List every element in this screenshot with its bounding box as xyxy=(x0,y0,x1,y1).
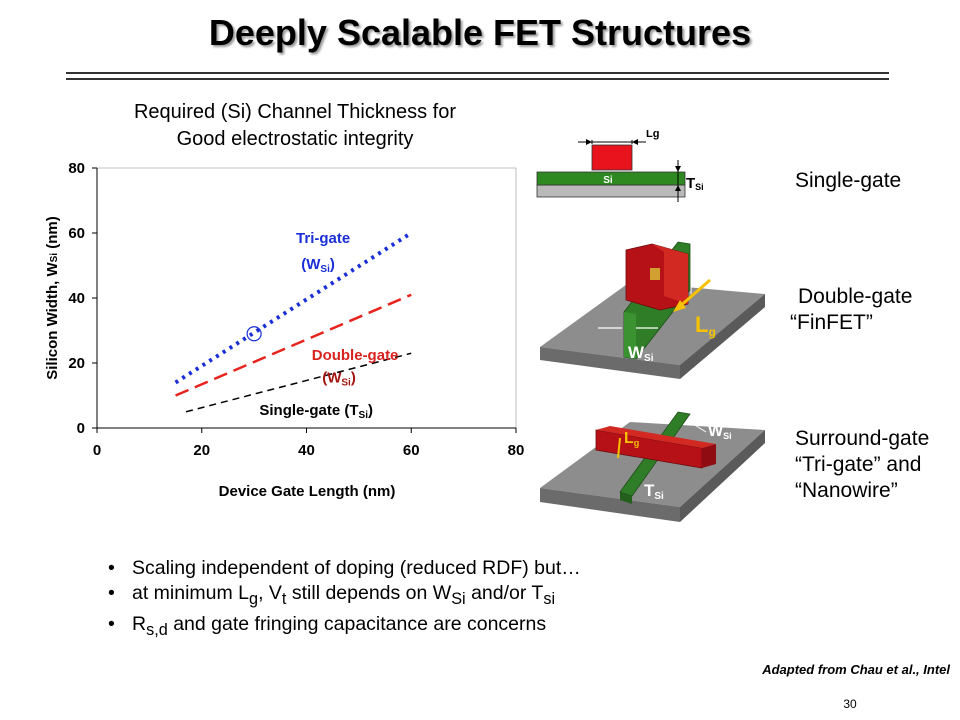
double-gate-lg-label: Lg xyxy=(695,312,716,339)
y-axis-label: Silicon Width, WSi (nm) xyxy=(44,216,61,380)
bullet-text: at minimum Lg, Vt still depends on WSi a… xyxy=(132,582,556,608)
bullet-marker: • xyxy=(108,612,115,635)
chart-title-line2: Good electrostatic integrity xyxy=(176,128,414,150)
label-double-gate-line1: Double-gate xyxy=(798,285,913,308)
bullet-item: • Scaling independent of doping (reduced … xyxy=(108,556,581,581)
bullet-marker: • xyxy=(108,582,115,604)
single-gate-diagram: Si Lg TSi xyxy=(536,130,704,202)
x-axis-label: Device Gate Length (nm) xyxy=(219,483,396,500)
double-gate-wsi-label: WSi xyxy=(628,343,654,364)
x-tick-label: 60 xyxy=(403,442,420,459)
x-tick-label: 80 xyxy=(508,442,525,459)
label-double-gate: Double-gate “FinFET” xyxy=(790,284,913,336)
surround-gate-diagram: Lg WSi TSi xyxy=(540,411,765,522)
label-surround-gate-line3: “Nanowire” xyxy=(795,479,898,502)
surround-gate-lg-label: Lg xyxy=(624,430,639,448)
page-number: 30 xyxy=(843,697,857,711)
highlight-marker xyxy=(246,326,262,342)
series-label: Single-gate (TSi) xyxy=(259,402,373,421)
chart-title: Required (Si) Channel Thickness for Good… xyxy=(60,99,530,153)
x-tick-label: 20 xyxy=(193,442,210,459)
y-tick-label: 0 xyxy=(77,420,85,437)
label-surround-gate-line2: “Tri-gate” and xyxy=(795,453,922,476)
y-tick-label: 20 xyxy=(68,355,85,372)
series-label: Double-gate xyxy=(312,347,399,364)
bullet-list: • Scaling independent of doping (reduced … xyxy=(108,556,581,643)
single-gate-si-layer xyxy=(536,171,686,186)
single-gate-lg-label: Lg xyxy=(646,130,659,140)
channel-thickness-chart: 0 20 40 60 80 0 20 40 60 80 Tri-gate (WSi) Double-g… xyxy=(44,160,525,500)
label-surround-gate-line1: Surround-gate xyxy=(795,427,930,450)
y-tick-label: 60 xyxy=(68,225,85,242)
source-credit: Adapted from Chau et al., Intel xyxy=(762,662,950,677)
single-gate-tsi-label: TSi xyxy=(686,175,704,192)
surround-gate-tsi-label: TSi xyxy=(644,481,664,502)
series-line-tri-gate xyxy=(174,231,413,385)
bullet-text: Rs,d and gate fringing capacitance are c… xyxy=(132,612,547,639)
label-single-gate: Single-gate xyxy=(795,168,901,194)
double-gate-lg-arrow xyxy=(677,278,711,310)
series-label-sub: (WSi) xyxy=(301,256,335,275)
single-gate-gate xyxy=(591,144,633,171)
double-gate-diagram: TSi Lg WSi xyxy=(540,241,765,379)
x-tick-label: 0 xyxy=(93,442,101,459)
single-gate-si-text: Si xyxy=(603,175,613,186)
y-tick-label: 40 xyxy=(68,290,85,307)
series-label-sub: (WSi) xyxy=(322,370,356,389)
single-gate-substrate xyxy=(536,184,686,198)
title-rule-bottom xyxy=(66,78,889,80)
title-rule-top xyxy=(66,72,889,74)
series-line-double-gate xyxy=(175,293,412,397)
label-single-gate-line1: Single-gate xyxy=(795,169,902,192)
label-surround-gate: Surround-gate “Tri-gate” and “Nanowire” xyxy=(795,426,929,504)
series-line-single-gate xyxy=(185,352,412,413)
bullet-item: • Rs,d and gate fringing capacitance are … xyxy=(108,612,581,643)
bullet-marker: • xyxy=(108,557,115,579)
bullet-item: • at minimum Lg, Vt still depends on WSi … xyxy=(108,581,581,612)
double-gate-tsi-label: TSi xyxy=(698,251,716,269)
x-tick-label: 40 xyxy=(298,442,315,459)
chart-title-line1: Required (Si) Channel Thickness for xyxy=(133,101,456,123)
label-double-gate-line2: “FinFET” xyxy=(790,311,873,334)
slide-title: Deeply Scalable FET Structures xyxy=(208,12,752,53)
series-label: Tri-gate xyxy=(296,230,350,247)
bullet-text: Scaling independent of doping (reduced R… xyxy=(132,557,581,579)
y-tick-label: 80 xyxy=(68,160,85,177)
plot-area xyxy=(96,167,517,429)
surround-gate-wsi-label: WSi xyxy=(708,423,732,441)
